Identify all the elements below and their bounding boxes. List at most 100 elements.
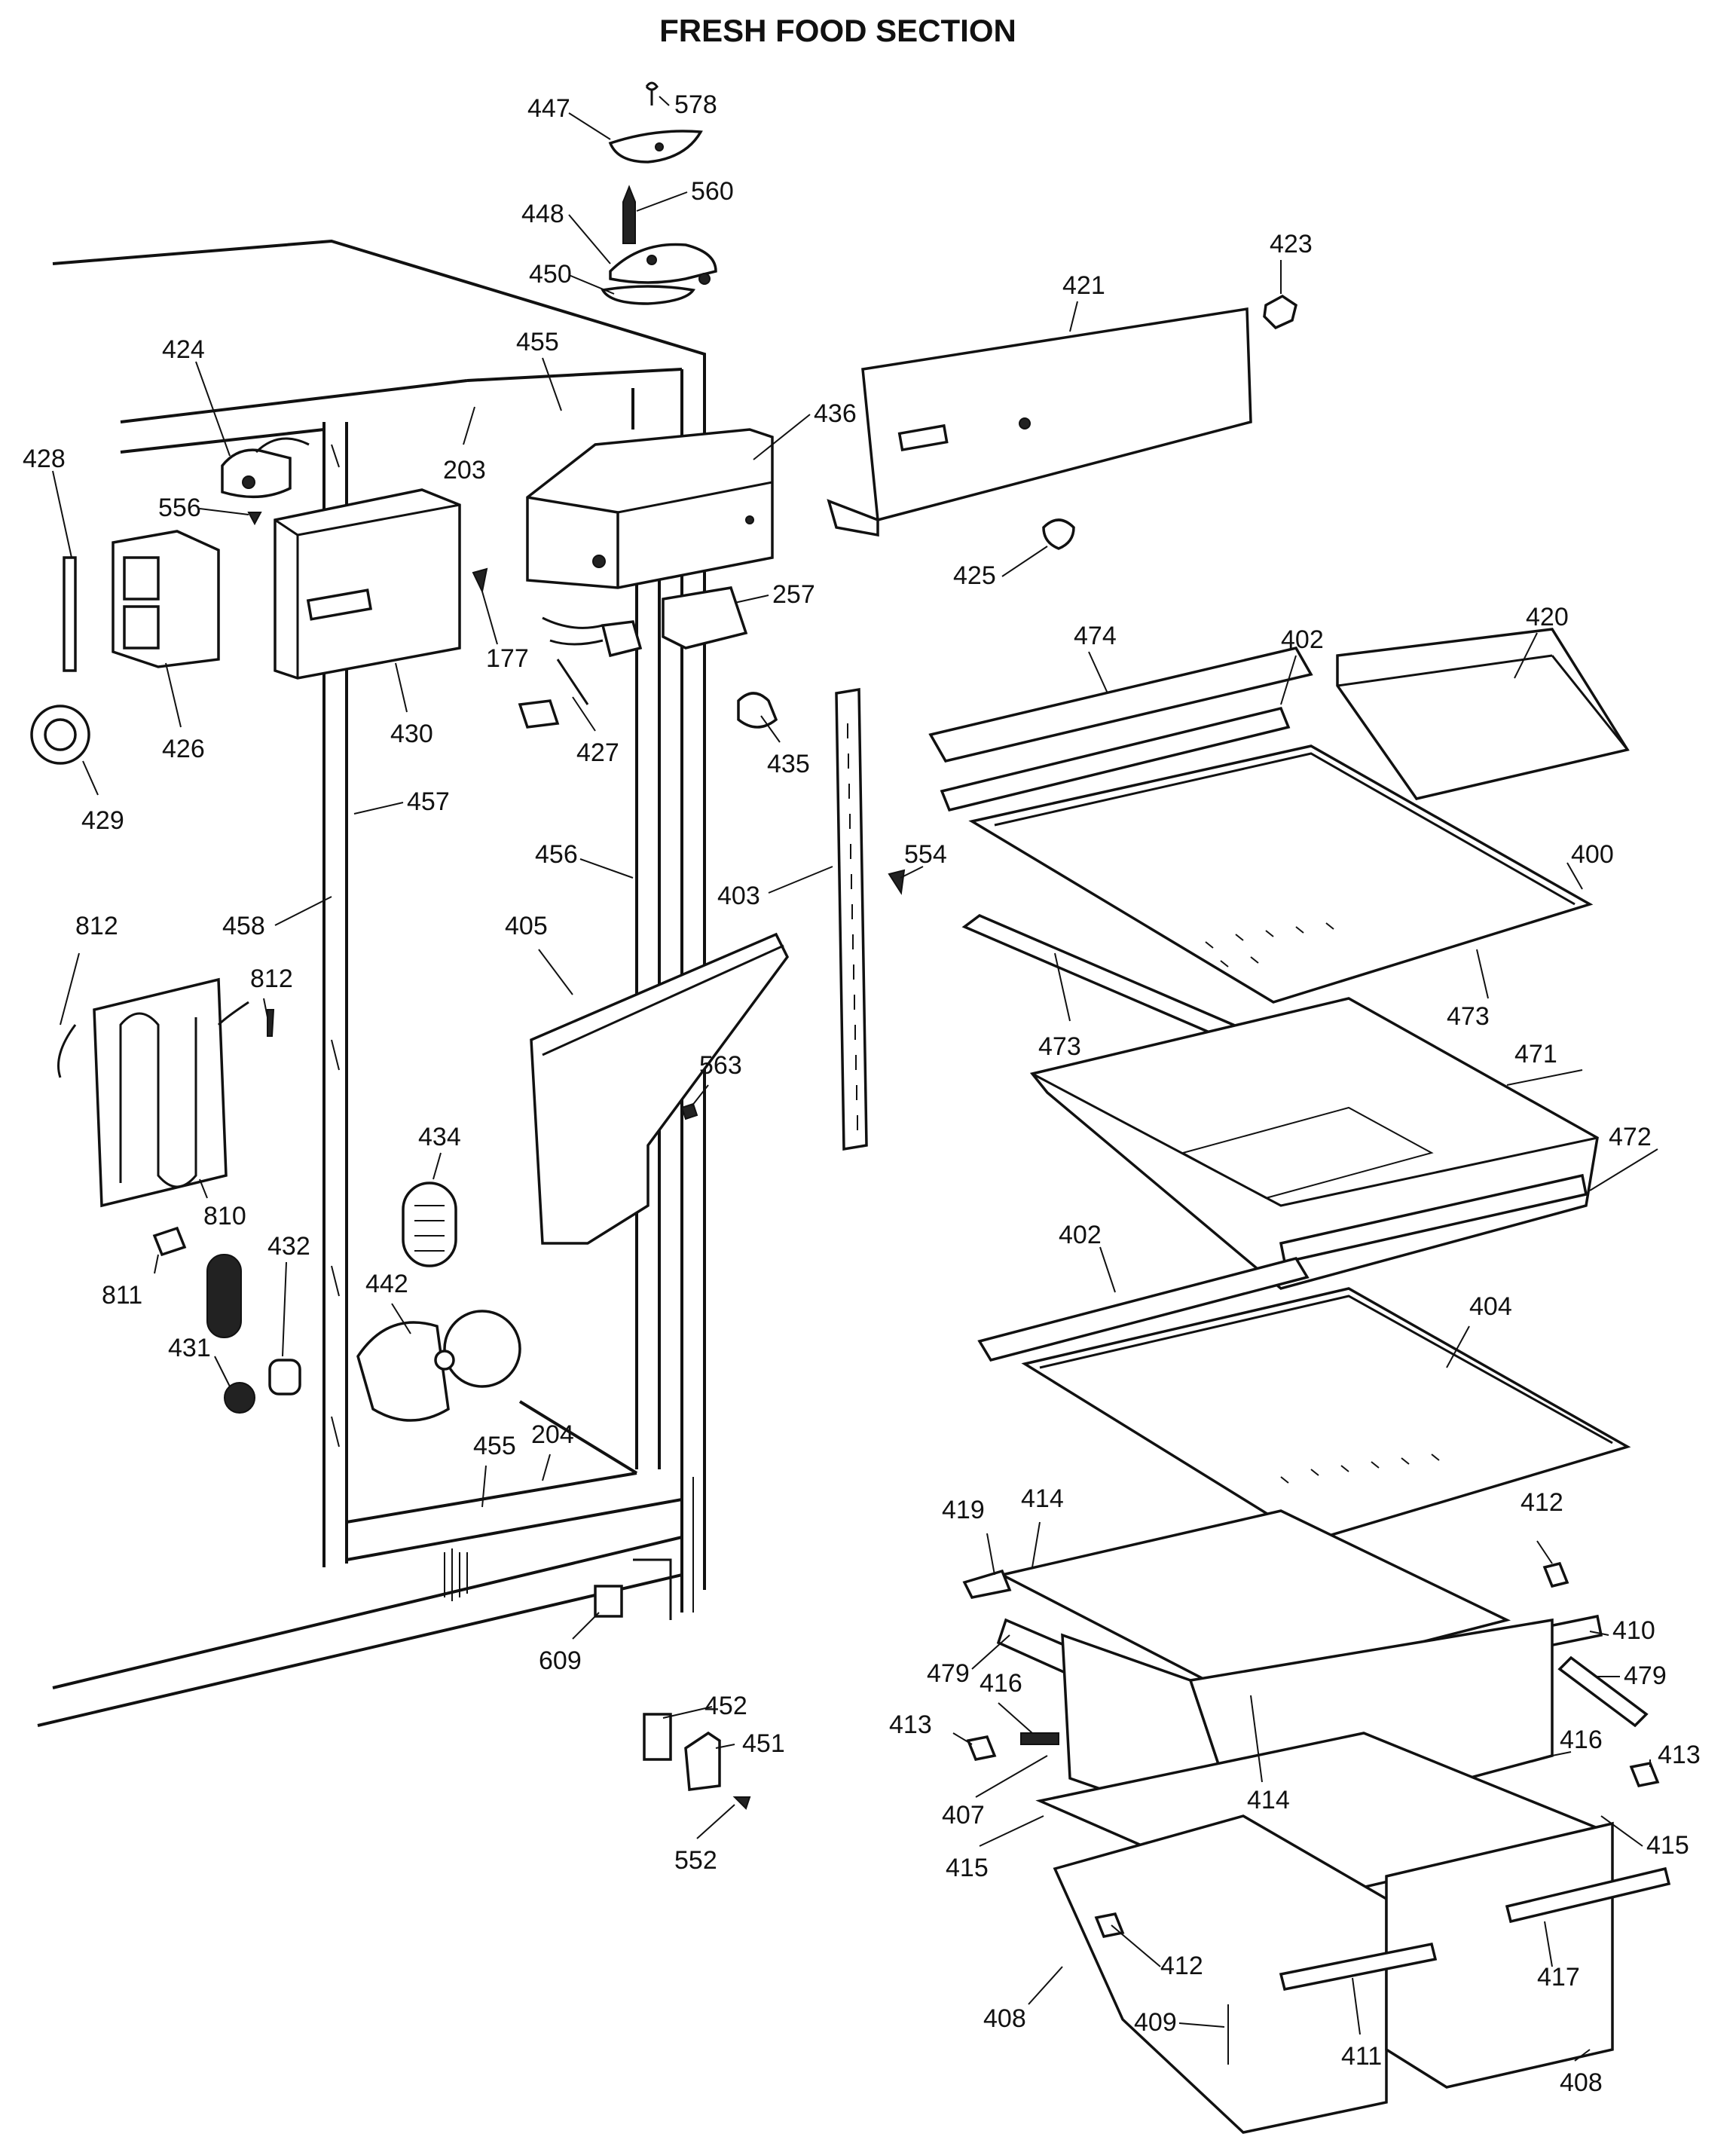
screw-560 (622, 185, 636, 244)
label-402-top: 402 (1281, 625, 1324, 654)
hinge-448 (609, 243, 717, 284)
label-578: 578 (674, 90, 717, 119)
label-413-right: 413 (1658, 1741, 1701, 1769)
label-811: 811 (102, 1281, 142, 1310)
label-455-top: 455 (516, 328, 559, 356)
housing-430 (274, 488, 461, 680)
crisper-drawer-parts (1035, 1618, 1671, 2134)
plate-452 (643, 1713, 672, 1761)
label-458: 458 (222, 912, 265, 940)
label-810: 810 (203, 1202, 246, 1230)
knob-423 (1263, 294, 1297, 330)
label-416-right: 416 (1560, 1726, 1603, 1754)
label-473-left: 473 (1038, 1032, 1081, 1061)
label-204: 204 (531, 1420, 574, 1449)
label-560: 560 (691, 177, 734, 206)
handle-417 (1505, 1866, 1671, 1924)
label-414-top: 414 (1021, 1484, 1064, 1513)
label-410: 410 (1612, 1616, 1655, 1645)
label-420: 420 (1526, 603, 1569, 631)
screw-552 (732, 1796, 751, 1810)
label-402-bottom: 402 (1059, 1221, 1102, 1249)
screw-812 (267, 1009, 275, 1037)
label-473-right: 473 (1447, 1002, 1490, 1031)
cover-472 (1279, 1173, 1588, 1264)
label-403: 403 (717, 882, 760, 910)
shelf-rail-403 (835, 687, 906, 1151)
label-409: 409 (1134, 2008, 1177, 2037)
label-442: 442 (365, 1270, 408, 1298)
part-432-tube (206, 1254, 242, 1338)
leader-lines (52, 96, 1658, 2062)
label-812-right: 812 (250, 964, 293, 993)
damper-442 (356, 1321, 450, 1422)
knob-425 (1042, 518, 1075, 550)
label-414-bottom: 414 (1247, 1786, 1290, 1814)
glass-414 (998, 1509, 1511, 1693)
label-552: 552 (674, 1846, 717, 1875)
rod-416 (1020, 1732, 1059, 1745)
handle-411 (1279, 1942, 1438, 1992)
label-421: 421 (1062, 271, 1105, 300)
part-609 (594, 1585, 623, 1618)
label-408-left: 408 (983, 2004, 1026, 2033)
label-432: 432 (267, 1232, 310, 1261)
label-563: 563 (699, 1051, 742, 1080)
label-435: 435 (767, 750, 810, 778)
label-556: 556 (158, 494, 201, 522)
hinge-451 (684, 1731, 721, 1791)
label-416-left: 416 (980, 1669, 1022, 1698)
bracket-413-left (966, 1735, 997, 1762)
label-428: 428 (23, 445, 66, 473)
label-429: 429 (81, 806, 124, 835)
part-431 (224, 1382, 255, 1414)
bottom-hinge-parts (594, 1585, 751, 1810)
label-472: 472 (1609, 1123, 1652, 1151)
middle-shelf-parts (977, 1256, 1631, 1542)
label-457: 457 (407, 787, 450, 816)
label-417: 417 (1537, 1963, 1580, 1992)
shelf-400 (968, 744, 1594, 1004)
label-447: 447 (527, 94, 570, 123)
label-609: 609 (539, 1646, 582, 1675)
label-425: 425 (953, 561, 996, 590)
bracket-419 (962, 1569, 1012, 1599)
label-415-left: 415 (946, 1854, 989, 1882)
cover-402 (940, 706, 1291, 812)
label-456: 456 (535, 840, 578, 869)
part-435 (737, 692, 778, 729)
drawer-408-right (1385, 1821, 1614, 2089)
wiring-parts (518, 586, 778, 729)
label-423: 423 (1270, 230, 1313, 258)
label-412-top: 412 (1521, 1488, 1563, 1517)
label-408-right: 408 (1560, 2068, 1603, 2097)
label-426: 426 (162, 735, 205, 763)
shelf-404 (1021, 1287, 1631, 1542)
rail-474 (928, 646, 1313, 763)
label-419: 419 (942, 1496, 985, 1524)
bushing-432 (268, 1359, 301, 1396)
control-housing-436 (526, 428, 774, 589)
label-455-bottom: 455 (473, 1432, 516, 1460)
evaporator-810 (93, 977, 228, 1208)
rail-479-right (1557, 1655, 1649, 1728)
timer-257 (662, 586, 748, 650)
screw-556 (247, 512, 262, 526)
lower-left-parts (206, 1182, 521, 1422)
bracket-413-right (1629, 1761, 1660, 1788)
label-554: 554 (904, 840, 947, 869)
label-431: 431 (168, 1334, 211, 1362)
label-451: 451 (742, 1729, 785, 1758)
upper-shelf-parts (928, 646, 1594, 1046)
label-411: 411 (1341, 2042, 1382, 2071)
part-labels: 447 578 448 560 450 423 421 424 455 436 … (23, 90, 1701, 2097)
label-177: 177 (486, 644, 529, 673)
label-412-bottom: 412 (1160, 1952, 1203, 1980)
diagram-title: FRESH FOOD SECTION (659, 13, 1016, 48)
label-479-left: 479 (927, 1659, 970, 1688)
label-434: 434 (418, 1123, 461, 1151)
label-413-left: 413 (889, 1710, 932, 1739)
bracket-428 (63, 556, 77, 672)
label-471: 471 (1514, 1040, 1557, 1068)
